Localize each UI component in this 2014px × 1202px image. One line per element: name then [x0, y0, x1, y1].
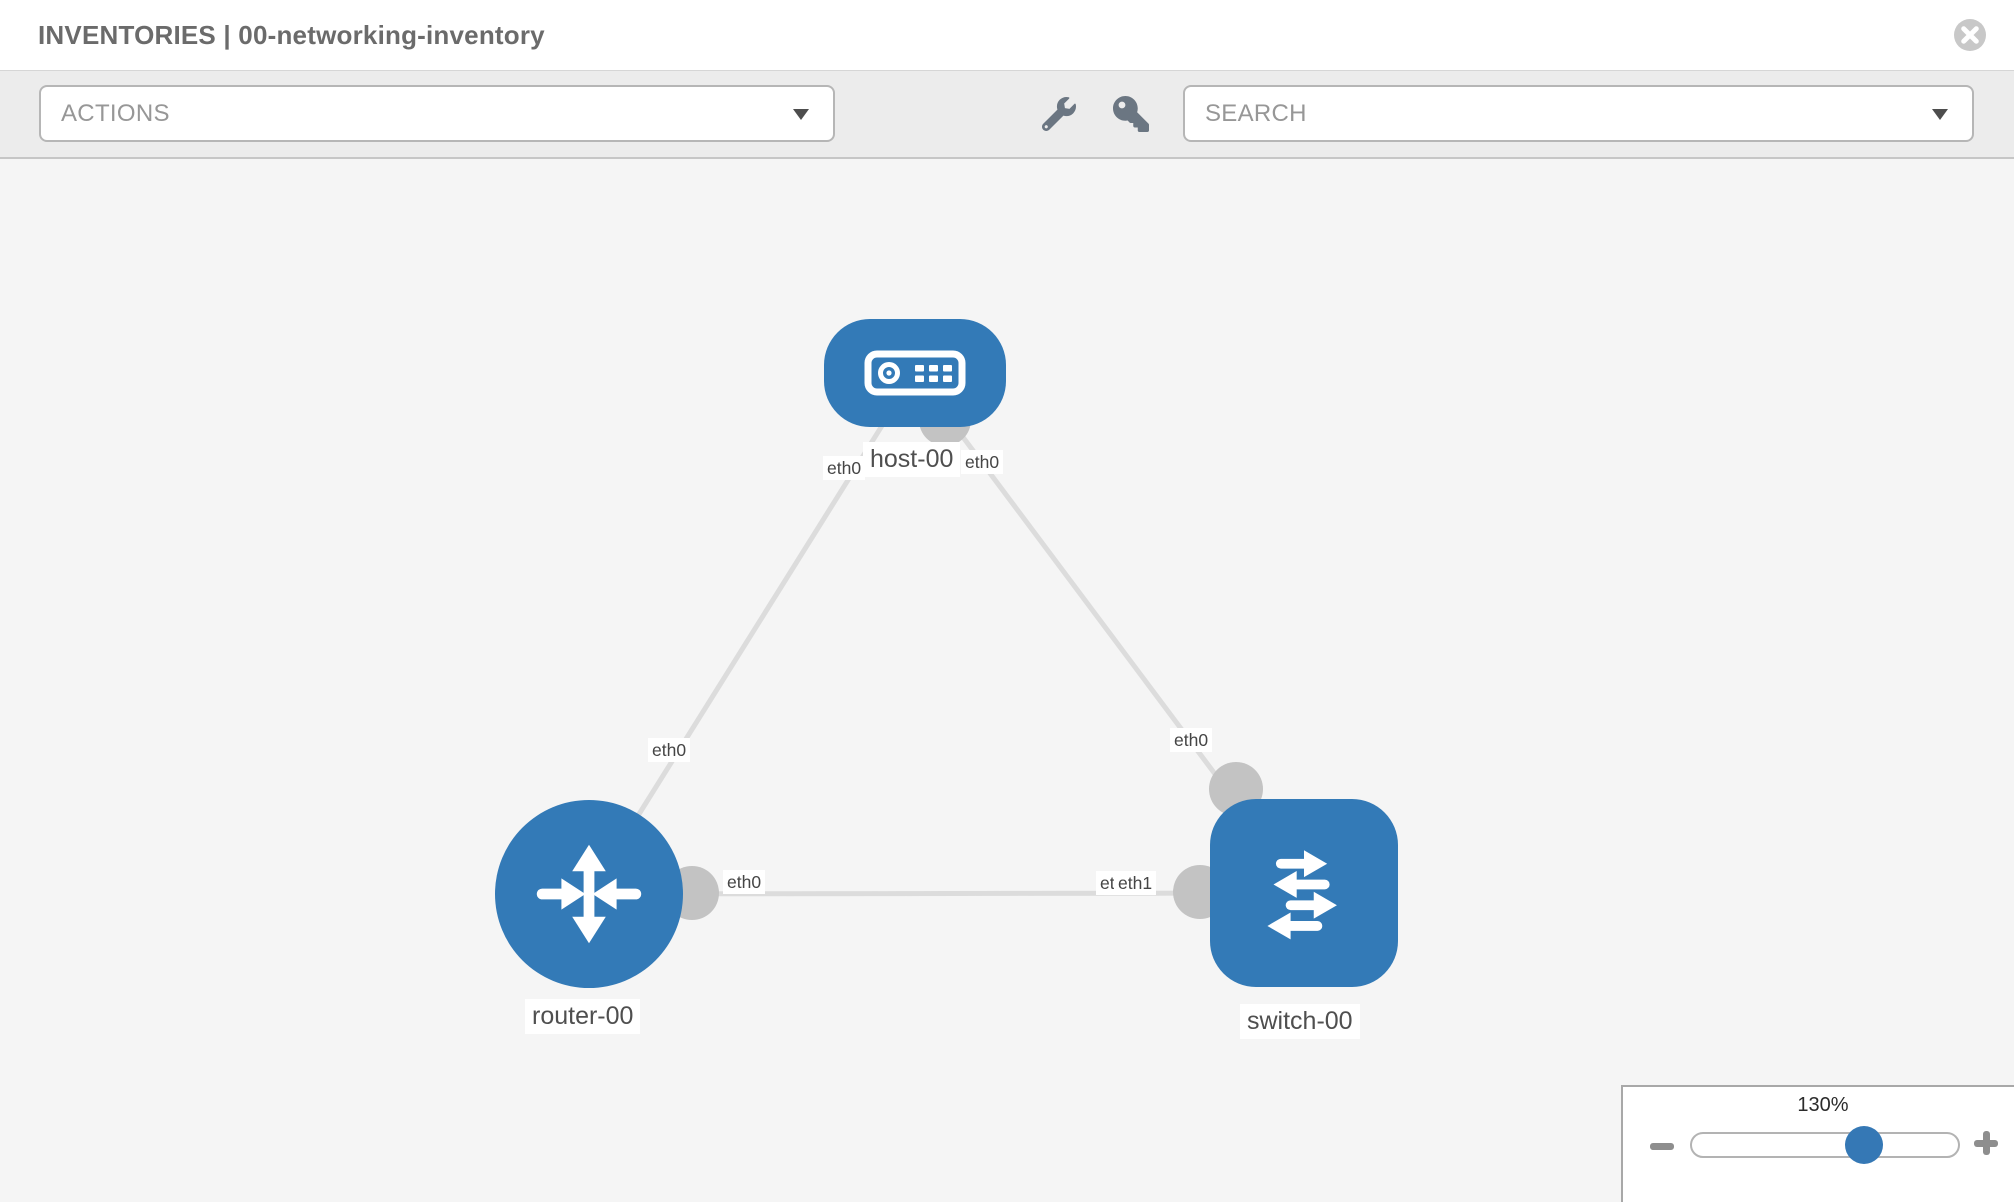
key-icon — [1113, 96, 1149, 132]
zoom-in-button[interactable] — [1971, 1128, 2001, 1158]
interface-label-eth0: eth0 — [961, 450, 1004, 475]
configure-button[interactable] — [1040, 95, 1078, 133]
minus-icon — [1650, 1142, 1674, 1150]
close-icon — [1954, 19, 1986, 51]
zoom-slider-thumb[interactable] — [1845, 1126, 1883, 1164]
router-icon — [536, 844, 642, 944]
interface-label-eth0: eth0 — [1170, 728, 1213, 753]
node-switch-00[interactable] — [1210, 799, 1398, 987]
wrench-icon — [1042, 97, 1076, 131]
search-dropdown[interactable]: SEARCH — [1183, 85, 1974, 142]
actions-dropdown[interactable]: ACTIONS — [39, 85, 835, 142]
interface-label-eth0: eth0 — [723, 870, 766, 895]
node-host-00[interactable] — [824, 319, 1006, 427]
toolbar: ACTIONS SEARCH — [0, 71, 2014, 159]
key-button[interactable] — [1112, 95, 1150, 133]
page-title: INVENTORIES | 00-networking-inventory — [38, 19, 545, 50]
node-label-switch-00: switch-00 — [1240, 1004, 1360, 1039]
node-label-host-00: host-00 — [863, 442, 961, 477]
zoom-panel: 130% — [1621, 1085, 2014, 1202]
host-icon — [864, 350, 966, 396]
close-button[interactable] — [1954, 19, 1986, 51]
interface-label-eth0: eth0 — [823, 456, 866, 481]
edges-layer — [586, 371, 1307, 920]
page-header: INVENTORIES | 00-networking-inventory — [0, 0, 2014, 71]
search-placeholder: SEARCH — [1205, 99, 1307, 127]
chevron-down-icon — [793, 108, 809, 120]
interface-label-eth1: eth1 — [1114, 871, 1157, 896]
interface-label-eth0: eth0 — [648, 738, 691, 763]
zoom-slider-track[interactable] — [1690, 1132, 1960, 1158]
zoom-percentage: 130% — [1797, 1094, 1849, 1116]
zoom-out-button[interactable] — [1647, 1131, 1677, 1161]
switch-icon — [1267, 850, 1337, 940]
topology-canvas[interactable]: host-00 router-00 switch-00 eth0 eth0 et… — [0, 159, 2014, 1202]
chevron-down-icon — [1932, 108, 1948, 120]
node-label-router-00: router-00 — [525, 999, 641, 1034]
actions-dropdown-label: ACTIONS — [61, 99, 170, 127]
toolbar-tools — [1040, 71, 1150, 157]
plus-icon — [1974, 1131, 1998, 1155]
node-router-00[interactable] — [495, 800, 683, 988]
